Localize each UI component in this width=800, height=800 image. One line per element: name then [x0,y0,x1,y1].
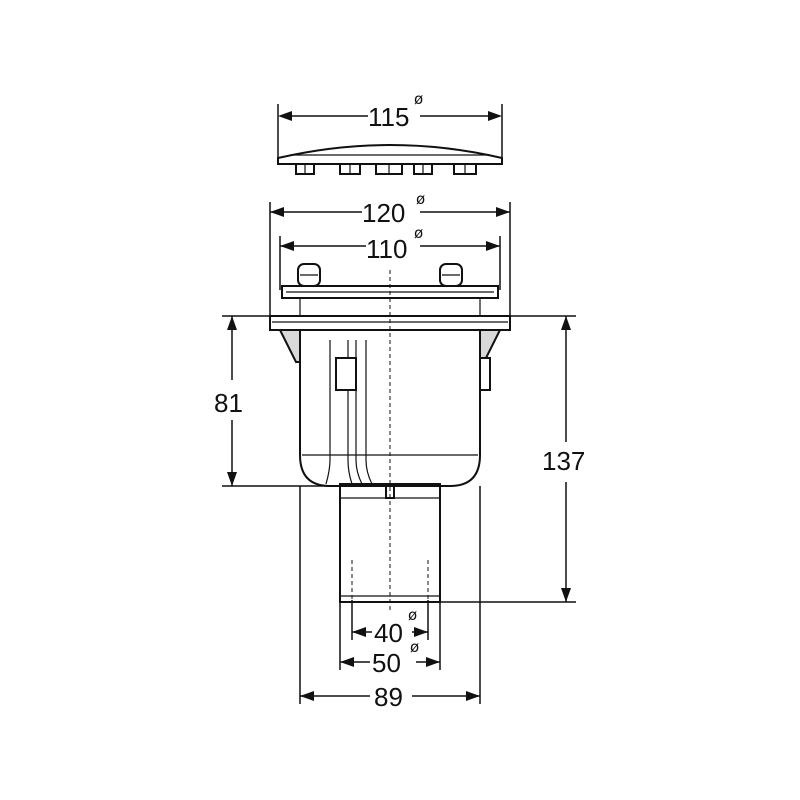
dim-label-cover: 115 [368,102,409,132]
dim-label-outlet-inner: 40 [374,618,403,648]
diameter-symbol: ø [410,638,419,656]
dim-label-flange-inner: 110 [366,234,407,264]
drain-body [269,263,511,612]
dimension-cover-diameter: 115 ø [277,90,503,160]
dim-label-outlet-outer: 50 [372,648,401,678]
diameter-symbol: ø [408,606,417,624]
dimension-total-height: 137 [440,315,585,603]
diameter-symbol: ø [414,90,423,108]
dim-label-flange-outer: 120 [362,198,405,228]
dim-label-body-height: 81 [214,388,243,418]
dimension-body-width: 89 [299,486,481,712]
cover-pegs [295,163,477,175]
dimension-outlet-outer-diameter: 50 ø [339,602,441,678]
screw-heads [297,263,463,287]
diameter-symbol: ø [414,224,423,242]
dimension-body-height: 81 [214,315,330,487]
diameter-symbol: ø [416,190,425,208]
dimension-outlet-inner-diameter: 40 ø [351,600,429,648]
cover-plate [277,144,503,175]
dim-label-body-width: 89 [374,682,403,712]
dim-label-total-height: 137 [542,446,585,476]
dimension-flange-outer-diameter: 120 ø [269,190,511,316]
dimension-flange-inner-diameter: 110 ø [279,224,501,290]
